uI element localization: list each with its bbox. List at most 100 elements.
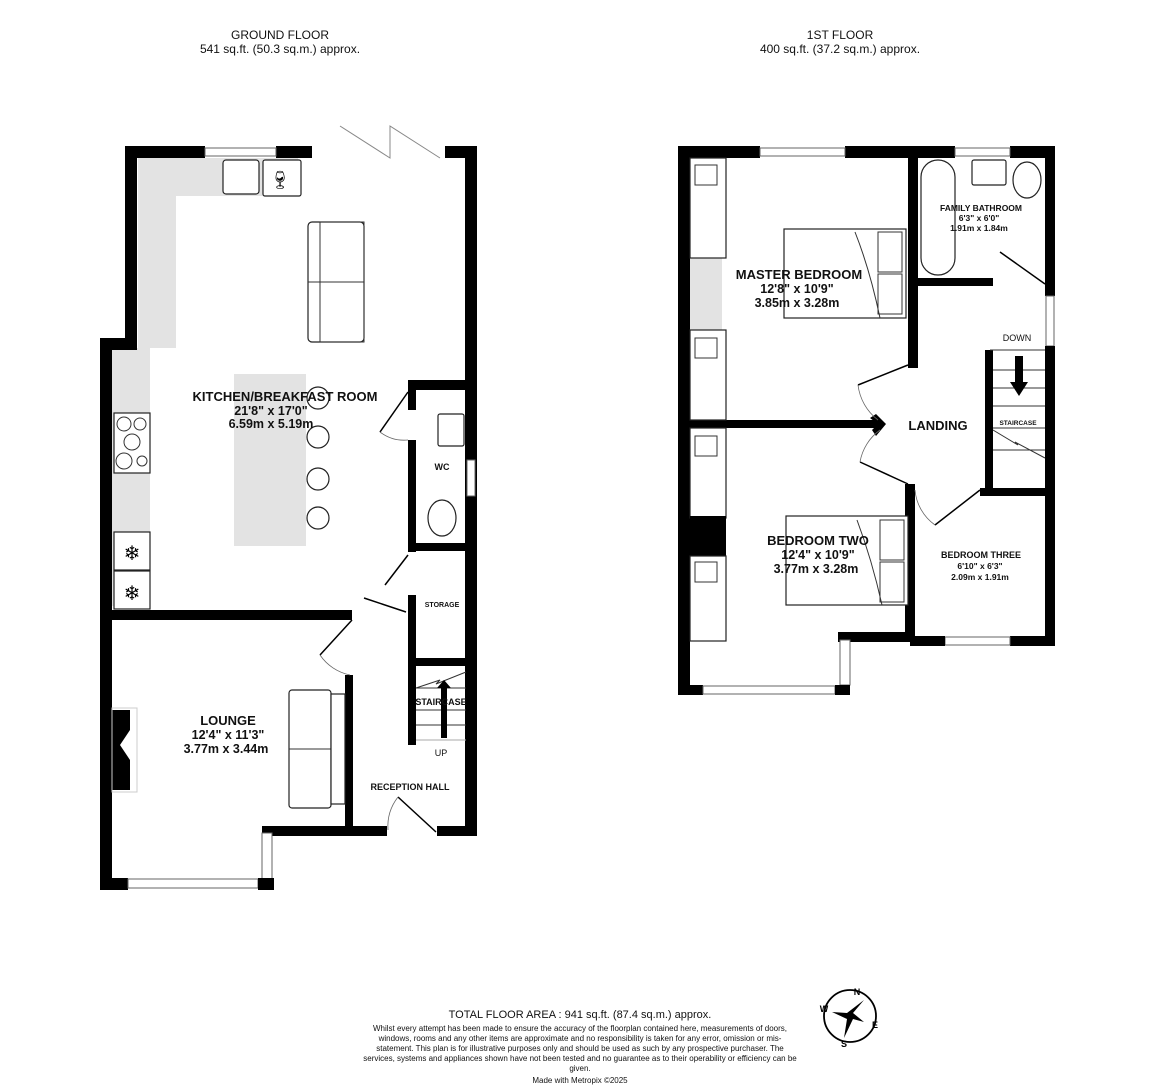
bedroom-three-name: BEDROOM THREE	[941, 550, 1021, 560]
wardrobe	[689, 427, 727, 519]
first-floor-heading: 1ST FLOOR 400 sq.ft. (37.2 sq.m.) approx…	[720, 28, 960, 56]
wall	[1010, 636, 1055, 646]
lounge-name: LOUNGE	[200, 713, 256, 728]
wall	[678, 146, 690, 694]
wine-glass-icon: 🍷︎	[269, 170, 292, 190]
stool-icon	[306, 386, 330, 410]
first-floor-plan: MASTER BEDROOM 12'8" x 10'9" 3.85m x 3.2…	[678, 146, 1055, 695]
bath-icon	[920, 159, 956, 276]
kitchen-metric: 6.59m x 5.19m	[229, 417, 314, 431]
compass-west: W	[820, 1004, 829, 1014]
compass-east: E	[872, 1020, 878, 1030]
wall-corner	[870, 414, 886, 436]
snowflake-icon: ❄	[124, 543, 141, 565]
wall	[125, 146, 205, 158]
family-bathroom-name: FAMILY BATHROOM	[940, 203, 1022, 213]
wall	[980, 488, 1050, 496]
bedroom-three-imperial: 6'10" x 6'3"	[957, 561, 1002, 571]
wall	[345, 675, 353, 827]
wall	[910, 636, 945, 646]
ground-staircase-name: STAIRCASE	[415, 697, 466, 707]
wall	[678, 685, 703, 695]
stool-icon	[306, 425, 330, 449]
down-label: DOWN	[1003, 333, 1032, 343]
wardrobe-alcove	[690, 258, 722, 330]
front-door[interactable]	[397, 796, 437, 833]
first-floor-title: 1ST FLOOR	[806, 28, 874, 42]
window	[839, 639, 851, 686]
wall	[112, 610, 352, 620]
wc-name: WC	[435, 462, 450, 472]
master-bedroom-imperial: 12'8" x 10'9"	[760, 282, 833, 296]
master-bedroom-door[interactable]	[857, 364, 909, 386]
wall	[408, 658, 468, 666]
wall	[100, 338, 112, 890]
window	[466, 459, 476, 497]
wall	[690, 420, 880, 428]
storage-door[interactable]	[384, 554, 409, 586]
wall	[985, 350, 993, 490]
clothes-icon	[694, 337, 718, 359]
kitchen-sink-icon	[222, 159, 260, 195]
wall	[258, 878, 274, 890]
lounge-imperial: 12'4" x 11'3"	[192, 728, 265, 742]
lounge-metric: 3.77m x 3.44m	[184, 742, 269, 756]
ground-staircase	[415, 671, 467, 741]
chimney-breast	[690, 516, 726, 556]
wall	[125, 146, 137, 346]
wall	[908, 146, 918, 368]
credit: Made with Metropix ©2025	[532, 1076, 628, 1085]
fridge-icon	[113, 531, 151, 571]
kitchen-island	[234, 374, 306, 546]
bathroom-door[interactable]	[999, 251, 1046, 285]
bedroom-three-door[interactable]	[934, 489, 981, 526]
clothes-icon	[694, 561, 718, 583]
wall	[262, 826, 387, 836]
wall	[100, 878, 128, 890]
dishwasher-icon	[262, 159, 302, 197]
lounge-door[interactable]	[319, 619, 353, 656]
wall	[408, 543, 468, 551]
ground-floor-plan: 🍷︎ ❄ ❄	[100, 125, 477, 890]
window	[1045, 295, 1055, 347]
disclaimer: Whilst every attempt has been made to en…	[363, 1024, 797, 1073]
wall	[408, 440, 416, 552]
wall	[678, 146, 760, 158]
window	[759, 147, 846, 157]
compass-south: S	[841, 1039, 847, 1049]
wall	[276, 146, 312, 158]
wall	[845, 146, 955, 158]
freezer-icon	[113, 570, 151, 610]
reception-hall-name: RECEPTION HALL	[370, 782, 450, 792]
wall	[408, 595, 416, 745]
first-staircase	[990, 349, 1046, 459]
fireplace-icon	[112, 710, 130, 790]
wall	[905, 484, 915, 636]
window	[954, 147, 1011, 157]
basin-icon	[437, 413, 465, 447]
bedroom-two-imperial: 12'4" x 10'9"	[781, 548, 854, 562]
window	[204, 147, 277, 157]
landing-name: LANDING	[908, 418, 967, 433]
stool-icon	[306, 467, 330, 491]
window	[702, 685, 836, 695]
compass-rose-icon: N E S W	[820, 987, 878, 1049]
master-bedroom-name: MASTER BEDROOM	[736, 267, 862, 282]
toilet-icon	[427, 499, 457, 537]
sofa-back	[330, 693, 346, 805]
wc-door[interactable]	[379, 391, 409, 433]
ground-floor-title: GROUND FLOOR	[230, 28, 329, 42]
family-bathroom-metric: 1.91m x 1.84m	[950, 223, 1008, 233]
up-arrow-icon	[437, 680, 451, 738]
window	[127, 878, 259, 889]
storage-name: STORAGE	[425, 602, 460, 609]
wall	[918, 278, 993, 286]
kitchen-door[interactable]	[363, 597, 407, 613]
kitchen-counter-left-upper	[138, 158, 176, 348]
total-floor-area: TOTAL FLOOR AREA : 941 sq.ft. (87.4 sq.m…	[448, 1009, 712, 1021]
wall	[437, 826, 477, 836]
stool-icon	[306, 506, 330, 530]
wall	[835, 685, 850, 695]
bedroom-two-door[interactable]	[859, 461, 909, 485]
wardrobe	[689, 329, 727, 421]
